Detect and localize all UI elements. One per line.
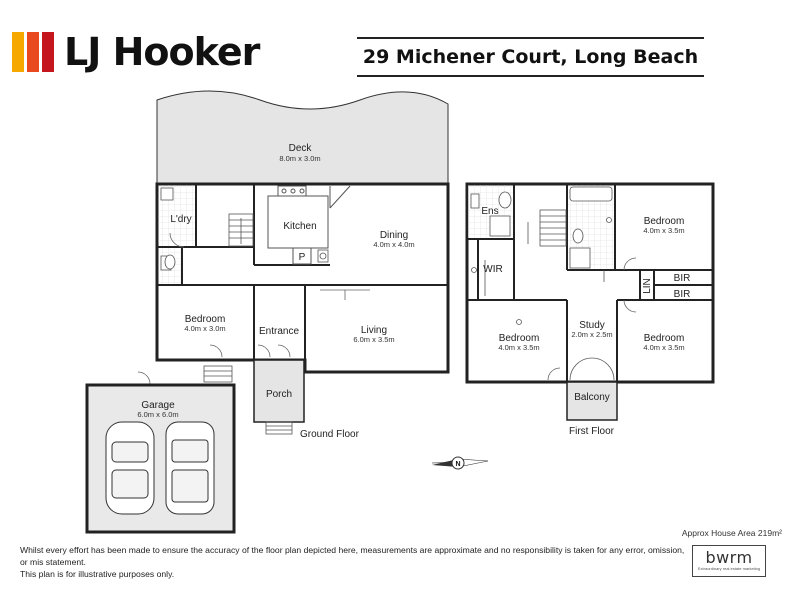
- floor-label-first: First Floor: [569, 426, 615, 437]
- first-doors: [547, 257, 637, 381]
- brand-stripes-icon: [12, 32, 54, 72]
- room-label-bedroom: Bedroom: [185, 314, 226, 325]
- porch-steps: [265, 421, 293, 435]
- property-address: 29 Michener Court, Long Beach: [362, 46, 699, 68]
- floor-label-ground: Ground Floor: [300, 429, 360, 440]
- room-label-garage: Garage: [141, 400, 175, 411]
- room-label-bedroom-3: Bedroom: [644, 333, 685, 344]
- room-label-bir-1: BIR: [674, 273, 691, 284]
- room-dims-bedroom-1: 4.0m x 3.5m: [643, 226, 684, 235]
- ground-stairs: [203, 213, 254, 383]
- credit-name: bwrm: [705, 548, 753, 567]
- room-dims-study: 2.0m x 2.5m: [571, 330, 612, 339]
- room-label-pantry: P: [299, 252, 306, 263]
- room-label-living: Living: [361, 325, 387, 336]
- room-label-wir: WIR: [483, 264, 502, 275]
- ground-floor: Deck 8.0m x 3.0m L'dry Kitchen P Dining …: [85, 90, 450, 534]
- room-label-linen: LIN: [642, 278, 653, 294]
- compass-icon: N: [431, 456, 489, 470]
- brand-name: LJ Hooker: [64, 30, 260, 74]
- kitchen-counter: [267, 185, 351, 265]
- room-label-balcony: Balcony: [574, 392, 610, 403]
- laundry-fixtures: [160, 187, 329, 271]
- room-dims-living: 6.0m x 3.5m: [353, 335, 394, 344]
- room-label-ensuite: Ens: [481, 206, 498, 217]
- first-floor: Ens WIR Bedroom 4.0m x 3.5m LIN BIR BIR …: [465, 182, 715, 437]
- room-label-porch: Porch: [266, 389, 292, 400]
- first-internal-walls: [467, 185, 713, 382]
- ground-internal-walls: [158, 185, 448, 360]
- room-label-bedroom-2: Bedroom: [499, 333, 540, 344]
- room-label-dining: Dining: [380, 230, 408, 241]
- room-label-bir-2: BIR: [674, 289, 691, 300]
- room-dims-dining: 4.0m x 4.0m: [373, 240, 414, 249]
- porch-area: [253, 359, 305, 423]
- disclaimer-line-1: Whilst every effort has been made to ens…: [20, 545, 685, 567]
- brand-logo: LJ Hooker: [12, 30, 260, 74]
- header: LJ Hooker 29 Michener Court, Long Beach: [0, 0, 800, 90]
- room-label-kitchen: Kitchen: [283, 221, 316, 232]
- marketing-credit-logo: bwrm Extraordinary real estate marketing: [692, 545, 766, 577]
- room-dims-bedroom-3: 4.0m x 3.5m: [643, 343, 684, 352]
- compass-north-label: N: [455, 461, 460, 468]
- address-banner: 29 Michener Court, Long Beach: [357, 37, 704, 77]
- first-stairs: [527, 209, 567, 247]
- room-label-laundry: L'dry: [170, 214, 191, 225]
- room-dims-garage: 6.0m x 6.0m: [137, 410, 178, 419]
- first-fixtures: [470, 186, 613, 325]
- room-dims-bedroom-2: 4.0m x 3.5m: [498, 343, 539, 352]
- balcony-area: [566, 381, 618, 421]
- room-dims-deck: 8.0m x 3.0m: [279, 154, 320, 163]
- car-icon: [165, 421, 215, 515]
- ground-floor-walls: [155, 182, 450, 374]
- disclaimer-line-2: This plan is for illustrative purposes o…: [20, 569, 175, 579]
- room-label-entrance: Entrance: [259, 326, 299, 337]
- room-label-deck: Deck: [289, 143, 313, 154]
- disclaimer: Whilst every effort has been made to ens…: [20, 544, 690, 580]
- room-label-study: Study: [579, 320, 605, 331]
- deck-area: [156, 90, 449, 185]
- ground-doors: [137, 232, 370, 385]
- credit-tagline: Extraordinary real estate marketing: [697, 566, 761, 571]
- car-icon: [105, 421, 155, 515]
- room-dims-bedroom: 4.0m x 3.0m: [184, 324, 225, 333]
- room-label-bedroom-1: Bedroom: [644, 216, 685, 227]
- house-area: Approx House Area 219m²: [681, 528, 782, 538]
